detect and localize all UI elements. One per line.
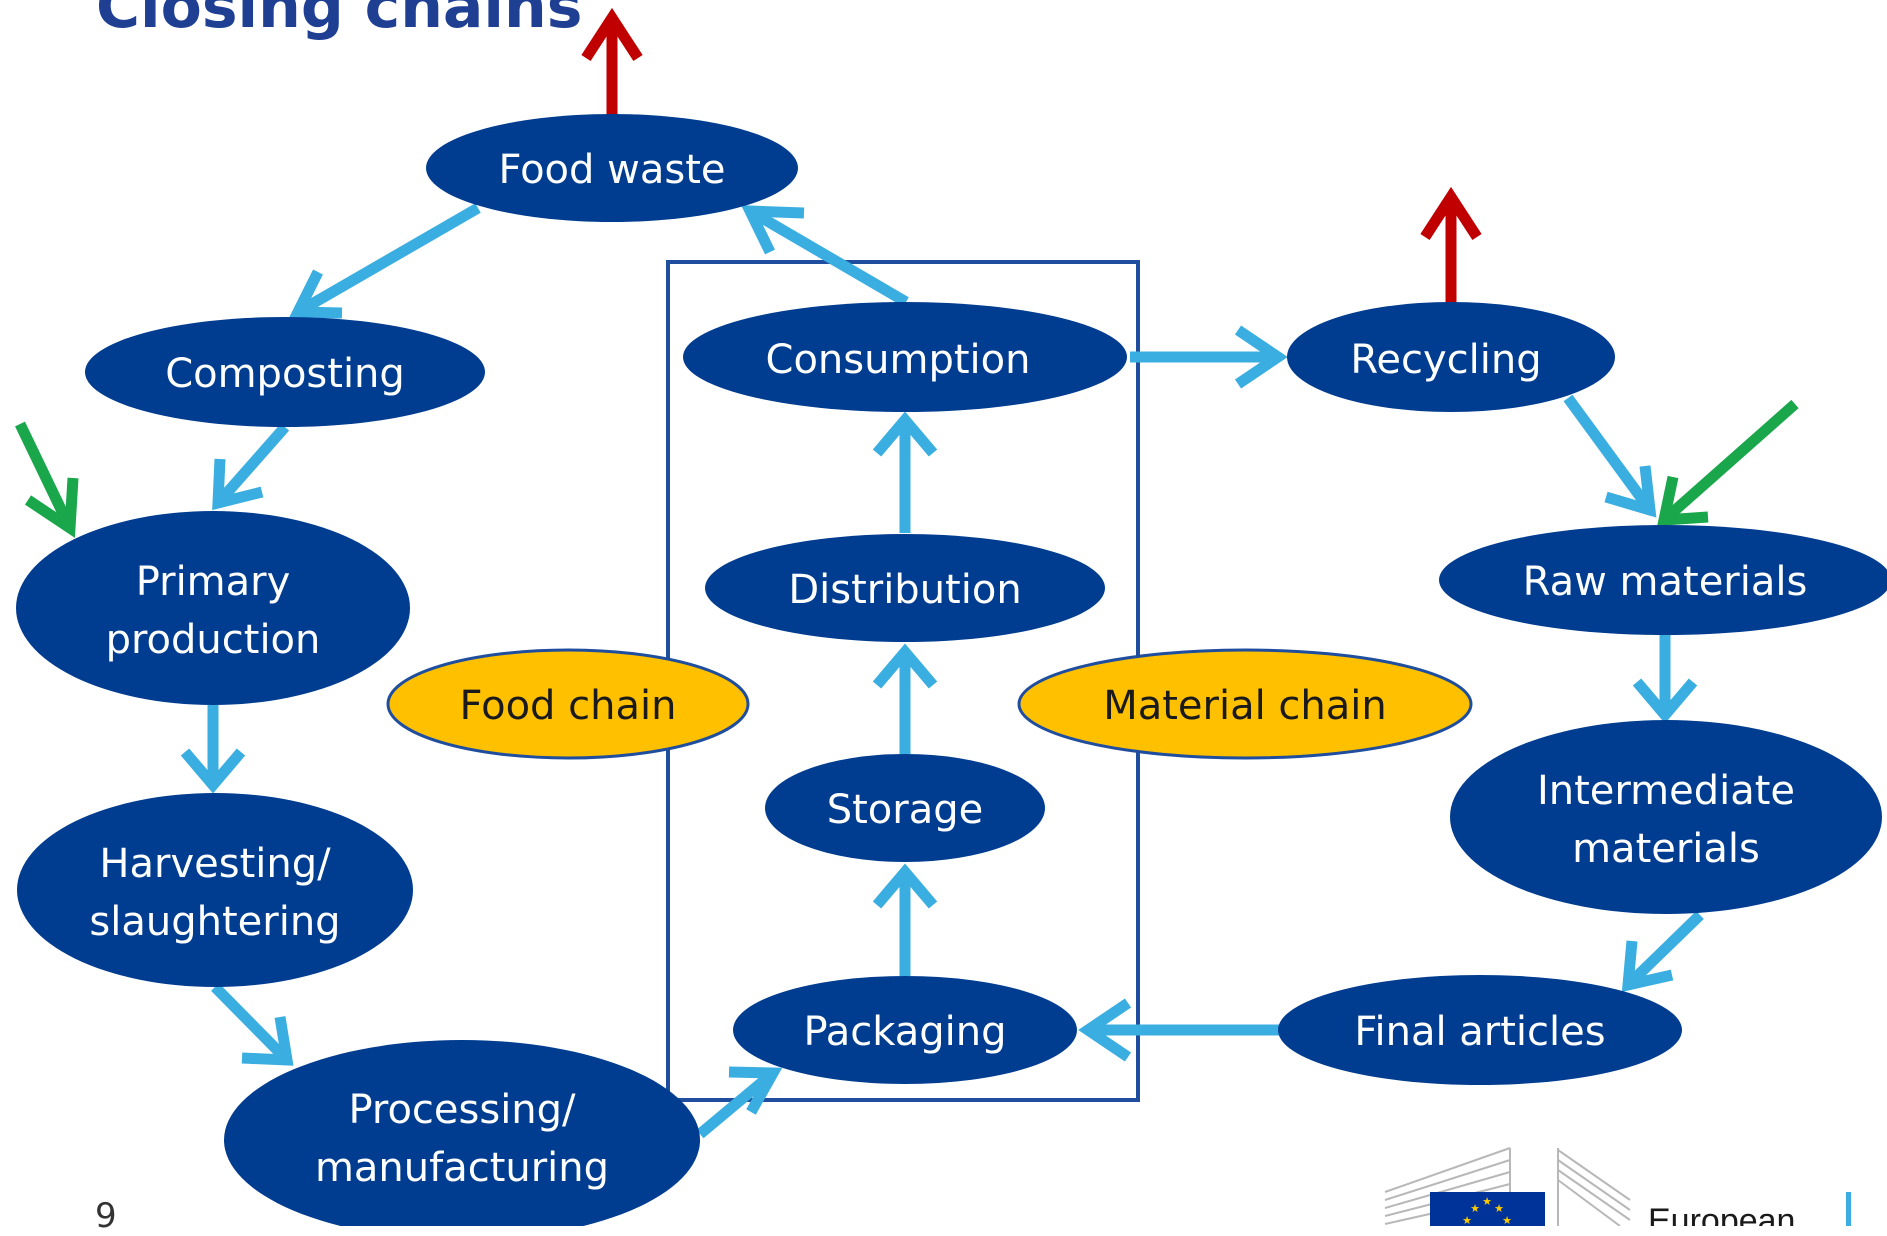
node-harvesting-label-1: Harvesting/: [99, 841, 331, 887]
node-raw-materials: Raw materials: [1439, 525, 1887, 635]
chain-material: Material chain: [1017, 648, 1473, 760]
arrow-consumption-to-foodwaste: [747, 206, 909, 307]
node-intermediate-label-1: Intermediate: [1537, 768, 1795, 814]
arrow-harvesting-to-processing: [211, 983, 291, 1064]
node-harvesting: Harvesting/ slaughtering: [17, 793, 413, 987]
chain-food-label: Food chain: [460, 683, 677, 729]
node-recycling: Recycling: [1287, 302, 1615, 412]
arrowhead-storage-to-distribution: [872, 643, 938, 689]
arrow-recycling-to-raw: [1563, 394, 1655, 514]
arrowhead-consumption-to-recycling: [1234, 325, 1288, 389]
node-harvesting-label-2: slaughtering: [89, 899, 340, 945]
node-distribution: Distribution: [705, 534, 1105, 642]
flow-arrows: [180, 203, 1704, 1139]
arrow-processing-to-packaging: [696, 1068, 777, 1139]
arrow-raw-in: [1660, 399, 1799, 525]
node-storage-label: Storage: [827, 787, 984, 833]
node-food-waste-label: Food waste: [499, 147, 726, 193]
node-composting: Composting: [85, 317, 485, 427]
node-distribution-label: Distribution: [788, 567, 1021, 613]
node-processing-label-2: manufacturing: [315, 1145, 609, 1191]
arrowhead-intermediate-to-final: [1621, 940, 1674, 993]
node-food-waste: Food waste: [426, 114, 798, 222]
node-packaging: Packaging: [733, 976, 1077, 1084]
node-primary-production-label-1: Primary: [136, 559, 291, 605]
arrowhead-consumption-to-foodwaste: [741, 205, 805, 255]
arrowhead-primary-in: [24, 477, 79, 538]
node-primary-production-label-2: production: [106, 617, 321, 663]
chain-food: Food chain: [386, 648, 750, 760]
arrowhead-raw-in: [1657, 475, 1709, 526]
arrow-foodwaste-to-composting: [295, 203, 481, 317]
chain-material-label: Material chain: [1103, 683, 1387, 729]
node-recycling-label: Recycling: [1350, 337, 1541, 383]
arrowhead-recycling-to-raw: [1604, 465, 1657, 518]
arrowhead-harvesting-to-processing: [241, 1016, 294, 1066]
node-raw-materials-label: Raw materials: [1523, 559, 1808, 605]
arrowhead-primary-to-harvesting: [180, 748, 246, 794]
arrowhead-foodwaste-out: [581, 7, 643, 61]
node-intermediate-label-2: materials: [1572, 826, 1760, 872]
node-storage: Storage: [765, 754, 1045, 862]
arrow-primary-in: [15, 421, 75, 531]
node-final-articles-label: Final articles: [1354, 1009, 1605, 1055]
slide-title: Closing chains: [96, 0, 583, 42]
node-processing-label-1: Processing/: [348, 1087, 576, 1133]
arrowhead-distribution-to-consumption: [872, 411, 938, 457]
arrow-intermediate-to-final: [1624, 911, 1704, 989]
node-intermediate-materials: Intermediate materials: [1450, 720, 1882, 914]
node-final-articles: Final articles: [1278, 975, 1682, 1085]
arrowhead-packaging-to-storage: [872, 863, 938, 909]
arrowhead-raw-to-intermediate: [1632, 678, 1698, 724]
outflow-arrows: [581, 7, 1482, 305]
arrowhead-final-to-packaging: [1078, 998, 1132, 1062]
page-number: 9: [95, 1196, 117, 1236]
node-composting-label: Composting: [165, 351, 405, 397]
arrowhead-processing-to-packaging: [728, 1066, 783, 1115]
arrowhead-recycling-out: [1420, 186, 1482, 240]
node-consumption-label: Consumption: [766, 337, 1031, 383]
node-consumption: Consumption: [683, 302, 1127, 412]
node-packaging-label: Packaging: [803, 1009, 1006, 1055]
arrow-composting-to-primary: [213, 423, 290, 507]
inflow-arrows: [15, 399, 1799, 538]
arrowhead-foodwaste-to-composting: [289, 269, 343, 319]
node-primary-production: Primary production: [16, 511, 410, 705]
arrowhead-composting-to-primary: [212, 458, 264, 511]
node-processing: Processing/ manufacturing: [224, 1040, 700, 1226]
